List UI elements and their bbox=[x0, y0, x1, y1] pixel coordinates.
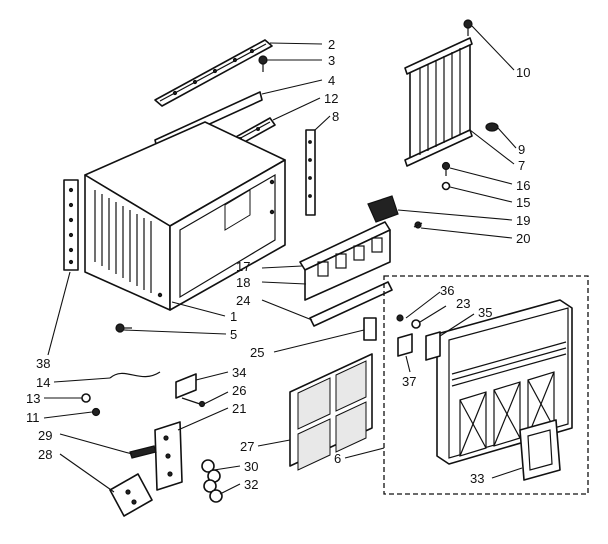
part-screw-bottom bbox=[115, 323, 132, 333]
part-grommet bbox=[81, 393, 91, 403]
callout-34: 34 bbox=[232, 365, 246, 380]
callout-27: 27 bbox=[240, 439, 254, 454]
callout-32: 32 bbox=[244, 477, 258, 492]
part-side-strip bbox=[63, 179, 79, 271]
callout-11: 11 bbox=[26, 410, 40, 425]
part-harness-clip bbox=[181, 397, 206, 408]
part-washer-23 bbox=[411, 319, 421, 329]
part-screw bbox=[258, 55, 268, 72]
callout-17: 17 bbox=[236, 259, 250, 274]
callout-18: 18 bbox=[236, 275, 250, 290]
callout-21: 21 bbox=[232, 401, 246, 416]
callout-20: 20 bbox=[516, 231, 530, 246]
part-washer bbox=[441, 181, 451, 191]
part-harness-plate bbox=[175, 373, 197, 399]
part-screw-top-right bbox=[463, 19, 473, 36]
callout-30: 30 bbox=[244, 459, 258, 474]
callout-7: 7 bbox=[518, 158, 525, 173]
part-side-curtain bbox=[404, 37, 473, 167]
callout-8: 8 bbox=[332, 109, 339, 124]
callout-4: 4 bbox=[328, 73, 335, 88]
callout-10: 10 bbox=[516, 65, 530, 80]
callout-36: 36 bbox=[440, 283, 454, 298]
callout-23: 23 bbox=[456, 296, 470, 311]
part-mount-bracket bbox=[109, 473, 153, 517]
callout-1: 1 bbox=[230, 309, 237, 324]
callout-6: 6 bbox=[334, 451, 341, 466]
front-panel-assembly-box bbox=[383, 275, 589, 495]
part-front-panel bbox=[436, 299, 573, 465]
callout-15: 15 bbox=[516, 195, 530, 210]
part-screw-29 bbox=[129, 445, 157, 459]
callout-2: 2 bbox=[328, 37, 335, 52]
callout-28: 28 bbox=[38, 447, 52, 462]
callout-13: 13 bbox=[26, 391, 40, 406]
callout-38: 38 bbox=[36, 356, 50, 371]
part-bracket-rail bbox=[309, 281, 393, 327]
part-bracket-37 bbox=[397, 333, 413, 357]
part-control-knobs bbox=[201, 459, 223, 503]
part-cabinet bbox=[84, 121, 286, 311]
callout-14: 14 bbox=[36, 375, 50, 390]
callout-9: 9 bbox=[518, 142, 525, 157]
part-screw-36 bbox=[396, 314, 404, 322]
part-bracket-body bbox=[304, 229, 391, 301]
part-access-door bbox=[519, 419, 561, 481]
callout-24: 24 bbox=[236, 293, 250, 308]
callout-25: 25 bbox=[250, 345, 264, 360]
part-vertical-channel bbox=[305, 129, 316, 216]
part-small-block bbox=[363, 317, 377, 341]
callout-12: 12 bbox=[324, 91, 338, 106]
callout-5: 5 bbox=[230, 327, 237, 342]
part-clip bbox=[367, 195, 399, 223]
callout-3: 3 bbox=[328, 53, 335, 68]
leader-lines bbox=[43, 25, 523, 495]
callout-labels: 2 3 4 12 8 10 9 7 16 15 19 20 17 18 24 1… bbox=[26, 37, 530, 492]
callout-29: 29 bbox=[38, 428, 52, 443]
part-wire-cord bbox=[109, 371, 161, 379]
part-knob bbox=[485, 122, 499, 132]
callout-37: 37 bbox=[402, 374, 416, 389]
callout-19: 19 bbox=[516, 213, 530, 228]
callout-35: 35 bbox=[478, 305, 492, 320]
callout-26: 26 bbox=[232, 383, 246, 398]
part-control-plate bbox=[154, 421, 183, 491]
part-screw-left bbox=[91, 407, 101, 417]
callout-16: 16 bbox=[516, 178, 530, 193]
callout-33: 33 bbox=[470, 471, 484, 486]
part-filter bbox=[289, 353, 373, 471]
part-top-rail bbox=[154, 39, 273, 107]
part-screw-small bbox=[441, 161, 451, 176]
part-switch-35 bbox=[425, 331, 441, 361]
part-screw-clip bbox=[413, 221, 423, 229]
